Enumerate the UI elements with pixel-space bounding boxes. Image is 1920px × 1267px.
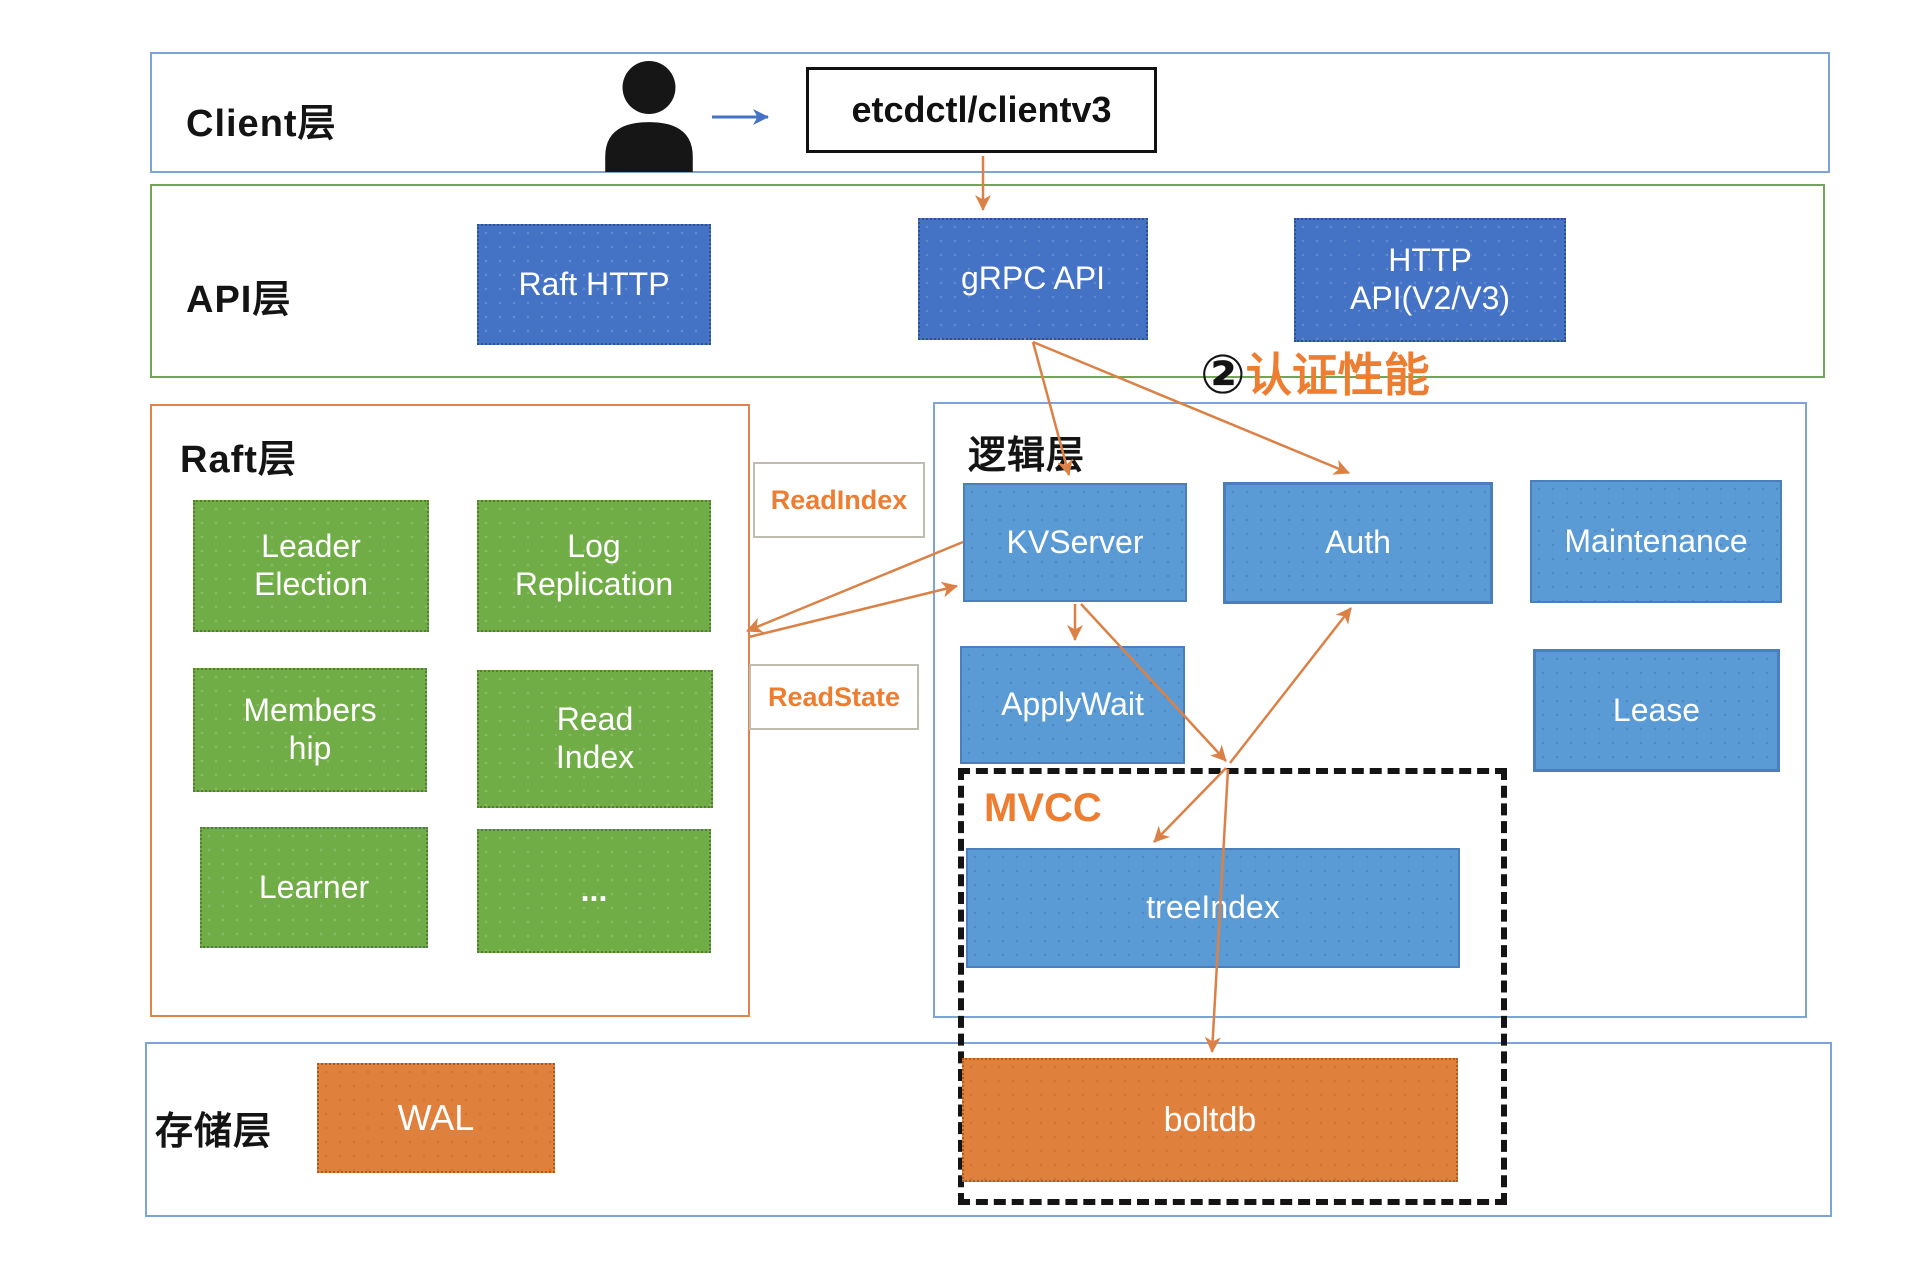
wal-node: WAL: [317, 1063, 555, 1173]
boltdb-node: boltdb: [962, 1058, 1458, 1182]
read-index-label-line1: Read: [556, 701, 634, 738]
readstate-tag: ReadState: [749, 664, 919, 730]
membership-label-line2: hip: [288, 730, 332, 766]
storage-layer-box: [145, 1042, 1832, 1217]
readindex-tag: ReadIndex: [753, 462, 925, 538]
raft-more-node: ...: [477, 829, 711, 953]
mvcc-label: MVCC: [984, 786, 1102, 830]
wal-label: WAL: [397, 1096, 475, 1138]
mvcc-group-box: [958, 768, 1507, 1205]
leader-election-label-line2: Election: [254, 566, 368, 602]
log-replication-label-line2: Replication: [514, 566, 674, 602]
etcdctl-clientv3-node: etcdctl/clientv3: [806, 67, 1157, 153]
person-icon: [605, 61, 693, 172]
auth-node: Auth: [1223, 482, 1493, 604]
learner-label: Learner: [258, 868, 370, 905]
api-layer-box: [150, 184, 1825, 378]
http-api-node: HTTP API(V2/V3): [1294, 218, 1566, 342]
log-replication-node: Log Replication: [477, 500, 711, 632]
membership-label-line1: Members: [243, 692, 377, 729]
logic-layer-title: 逻辑层: [968, 435, 1086, 477]
grpc-api-node: gRPC API: [918, 218, 1148, 340]
client-layer-box: [150, 52, 1830, 173]
treeindex-label: treeIndex: [1146, 889, 1280, 926]
maintenance-label: Maintenance: [1564, 522, 1748, 559]
auth-performance-annotation: ② 认证性能: [1200, 348, 1430, 402]
raft-more-label: ...: [580, 872, 608, 909]
read-index-node: Read Index: [477, 670, 713, 808]
read-index-label-line2: Index: [555, 739, 635, 775]
learner-node: Learner: [200, 827, 428, 948]
circled-two-badge: ②: [1200, 345, 1246, 405]
lease-node: Lease: [1533, 649, 1780, 772]
applywait-node: ApplyWait: [960, 646, 1185, 764]
http-api-label-line1: HTTP: [1388, 242, 1472, 279]
arrow-kvserver-to-raft: [746, 540, 964, 633]
leader-election-node: Leader Election: [193, 500, 429, 632]
grpc-api-label: gRPC API: [960, 260, 1106, 297]
leader-election-label-line1: Leader: [261, 528, 361, 565]
log-replication-label-line1: Log: [567, 528, 621, 565]
readstate-tag-label: ReadState: [767, 681, 901, 712]
readindex-tag-label: ReadIndex: [770, 484, 908, 515]
storage-layer-title: 存储层: [155, 1111, 273, 1153]
lease-label: Lease: [1612, 691, 1701, 728]
api-layer-title: API层: [186, 279, 292, 321]
client-layer-title: Client层: [186, 103, 337, 145]
maintenance-node: Maintenance: [1530, 480, 1782, 603]
auth-label: Auth: [1325, 524, 1391, 561]
boltdb-label: boltdb: [1163, 1100, 1257, 1139]
applywait-label: ApplyWait: [1001, 686, 1144, 723]
raft-http-node: Raft HTTP: [477, 224, 711, 345]
raft-layer-title: Raft层: [180, 439, 297, 481]
http-api-label-line2: API(V2/V3): [1349, 280, 1511, 316]
arrow-raft-to-kvserver: [748, 581, 958, 639]
etcdctl-clientv3-label: etcdctl/clientv3: [851, 89, 1112, 130]
kvserver-node: KVServer: [963, 483, 1187, 602]
annotation-label: 认证性能: [1245, 349, 1430, 401]
raft-http-label: Raft HTTP: [518, 265, 670, 302]
membership-node: Members hip: [193, 668, 427, 792]
treeindex-node: treeIndex: [966, 848, 1460, 968]
kvserver-label: KVServer: [1006, 523, 1144, 560]
logic-layer-box: [933, 402, 1807, 1018]
